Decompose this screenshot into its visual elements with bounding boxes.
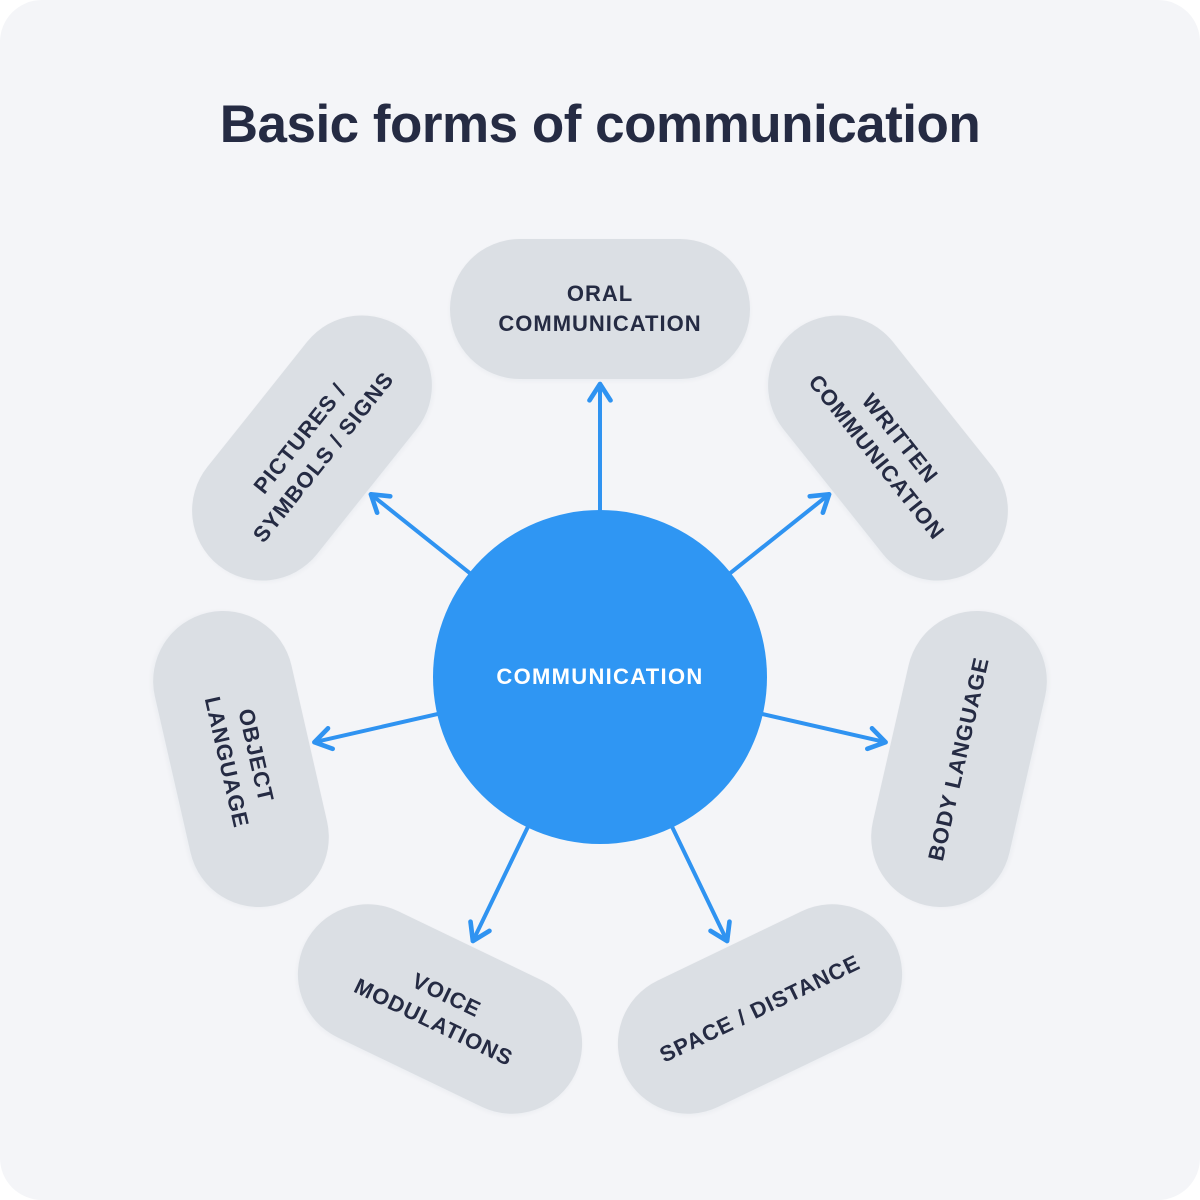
page-title: Basic forms of communication	[219, 95, 981, 154]
arrow-to-written-communication	[723, 491, 832, 580]
center-node-label: COMMUNICATION	[496, 664, 704, 689]
arrow-to-object-language	[312, 710, 446, 752]
arrow-to-space-distance	[667, 819, 732, 944]
arrow-to-pictures-symbols-signs	[368, 491, 477, 580]
node-written-communication-label: WRITTEN COMMUNICATION	[803, 369, 950, 545]
node-written-communication: WRITTEN COMMUNICATION	[739, 287, 1037, 609]
node-pictures-symbols-signs-label: PICTURES / SYMBOLS / SIGNS	[247, 366, 399, 548]
arrow-to-voice-modulations	[468, 819, 533, 944]
node-body-language: BODY LANGUAGE	[857, 597, 1061, 921]
node-object-language: OBJECT LANGUAGE	[139, 597, 343, 921]
node-space-distance: SPACE / DISTANCE	[594, 880, 926, 1138]
node-body-language-label: BODY LANGUAGE	[923, 654, 994, 864]
node-voice-modulations-label: VOICE MODULATIONS	[350, 967, 518, 1071]
node-oral-communication: ORAL COMMUNICATION	[450, 239, 750, 379]
node-space-distance-label: SPACE / DISTANCE	[655, 949, 865, 1068]
node-pictures-symbols-signs: PICTURES / SYMBOLS / SIGNS	[163, 287, 461, 609]
node-oral-communication-label: ORAL COMMUNICATION	[498, 281, 702, 336]
arrow-to-body-language	[754, 710, 888, 752]
node-object-language-label: OBJECT LANGUAGE	[199, 694, 279, 831]
center-node-communication: COMMUNICATION	[433, 510, 767, 844]
node-voice-modulations: VOICE MODULATIONS	[274, 880, 606, 1138]
